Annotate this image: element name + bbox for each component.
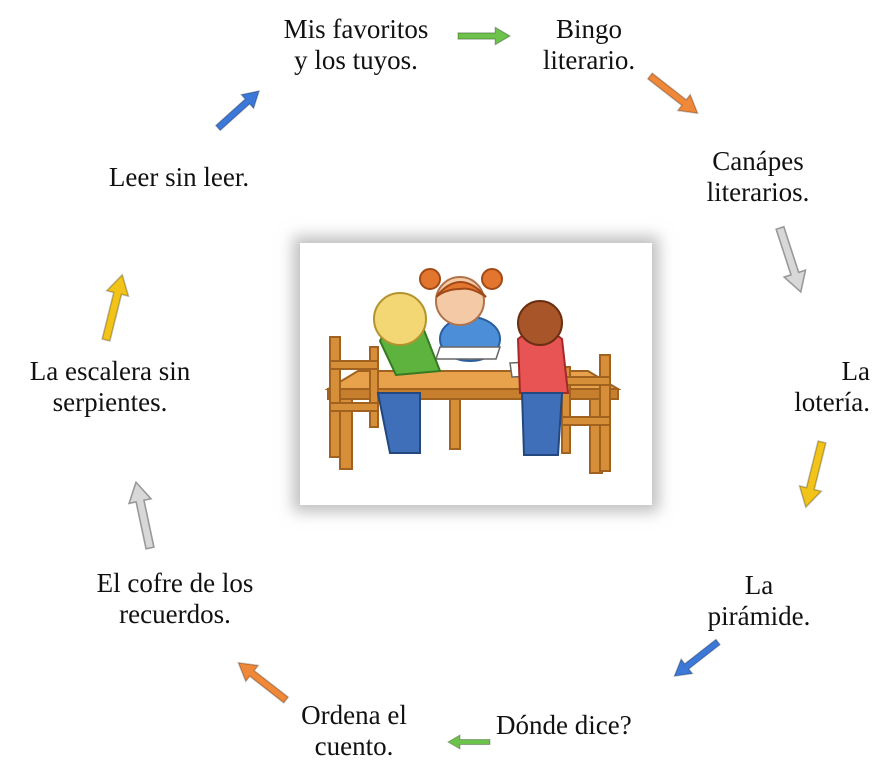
step-canapes-literarios: Canápes literarios.	[706, 146, 810, 207]
cycle-arrow-icon	[643, 67, 705, 122]
cycle-arrow-icon	[794, 438, 834, 511]
step-donde-dice: Dónde dice?	[496, 710, 632, 740]
cycle-arrow-icon	[457, 26, 511, 46]
cycle-arrow-icon	[667, 634, 725, 685]
step-leer-sin-leer: Leer sin leer.	[108, 162, 250, 192]
step-la-loteria: La lotería.	[794, 356, 870, 417]
step-la-escalera: La escalera sin serpientes.	[29, 356, 191, 417]
children-reading-icon	[324, 268, 622, 474]
step-bingo-literario: Bingo literario.	[542, 14, 636, 75]
step-ordena-el-cuento: Ordena el cuento.	[301, 700, 407, 761]
step-la-piramide: La pirámide.	[707, 570, 811, 631]
step-el-cofre: El cofre de los recuerdos.	[96, 568, 254, 629]
step-mis-favoritos: Mis favoritos y los tuyos.	[283, 14, 429, 75]
cycle-arrow-icon	[211, 83, 267, 136]
center-illustration	[300, 243, 652, 505]
cycle-arrow-icon	[124, 479, 162, 552]
cycle-arrow-icon	[447, 734, 491, 750]
cycle-arrow-icon	[768, 223, 813, 297]
cycle-arrow-icon	[94, 271, 134, 344]
